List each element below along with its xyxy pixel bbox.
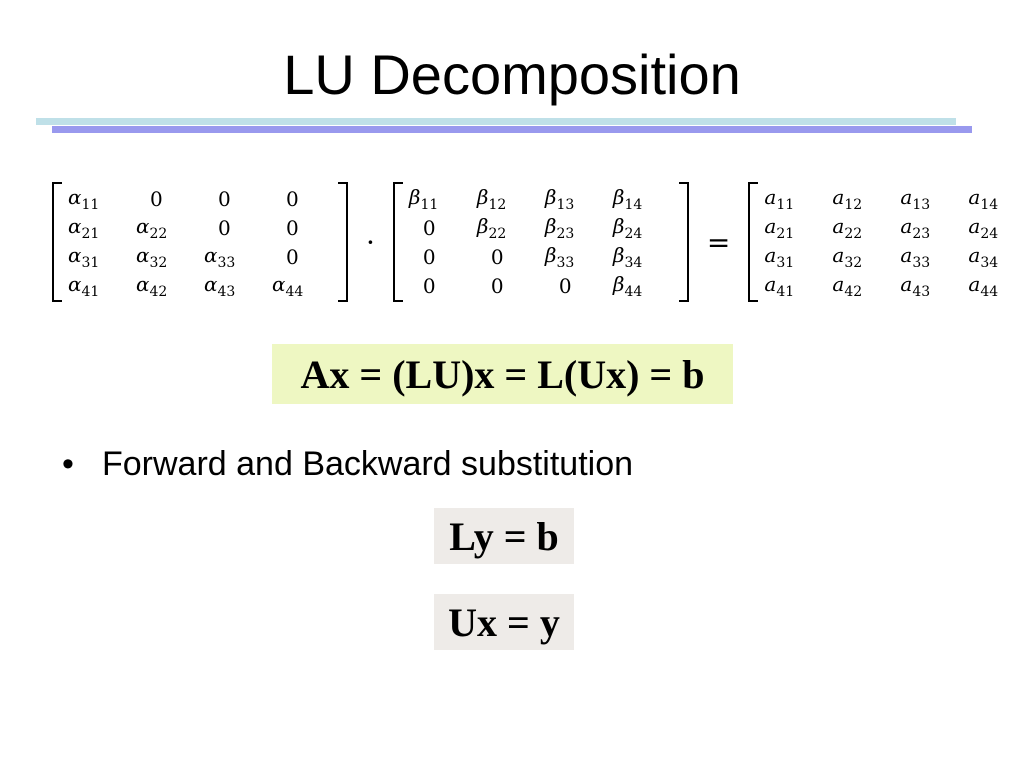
backward-substitution-equation: Ux = y bbox=[434, 594, 574, 650]
matrix-L-cell: α43 bbox=[204, 271, 236, 300]
matrix-U-cell: 0 bbox=[422, 244, 436, 269]
matrix-A-cell: a24 bbox=[968, 213, 999, 242]
matrix-U-cell: β34 bbox=[612, 242, 643, 271]
matrix-U-cell: β44 bbox=[612, 271, 643, 300]
matrix-U-cell: 0 bbox=[422, 273, 436, 298]
matrix-U-cell: β33 bbox=[544, 242, 575, 271]
bullet-marker: • bbox=[62, 445, 74, 483]
matrix-U-cell: β23 bbox=[544, 213, 575, 242]
matrix-A-cell: a33 bbox=[900, 242, 931, 271]
matrix-U-cell: 0 bbox=[558, 273, 572, 298]
matrix-U-cell: β13 bbox=[544, 184, 575, 213]
matrix-A-cell: a12 bbox=[832, 184, 863, 213]
matrix-L-cell: α11 bbox=[68, 184, 100, 213]
matrix-L-cell: α41 bbox=[68, 271, 100, 300]
matrix-L-cell: 0 bbox=[218, 186, 231, 211]
matrix-U-cell: 0 bbox=[422, 215, 436, 240]
matrix-A-cell: a22 bbox=[832, 213, 863, 242]
matrix-U-cell: β22 bbox=[476, 213, 507, 242]
matrix-L-cell: 0 bbox=[286, 244, 299, 269]
multiply-symbol: · bbox=[366, 225, 375, 259]
slide-title: LU Decomposition bbox=[283, 43, 741, 106]
title-underline-bottom bbox=[52, 126, 972, 133]
main-equation: Ax = (LU)x = L(Ux) = b bbox=[272, 344, 733, 404]
matrix-A-cell: a21 bbox=[764, 213, 795, 242]
matrix-L-cell: 0 bbox=[286, 215, 299, 240]
matrix-L-cell: 0 bbox=[150, 186, 163, 211]
matrix-A-cell: a13 bbox=[900, 184, 931, 213]
matrix-A-cell: a41 bbox=[764, 271, 795, 300]
matrix-A-cell: a23 bbox=[900, 213, 931, 242]
forward-substitution-equation: Ly = b bbox=[434, 508, 574, 564]
matrix-U-cell: β14 bbox=[612, 184, 643, 213]
matrix-U-cell: 0 bbox=[490, 273, 504, 298]
matrix-L-left-bracket bbox=[52, 182, 62, 302]
matrix-A-cell: a44 bbox=[968, 271, 999, 300]
matrix-U-cell: 0 bbox=[490, 244, 504, 269]
title-underline-top bbox=[36, 118, 956, 125]
matrix-A-cell: a11 bbox=[764, 184, 795, 213]
matrix-L-cell: α33 bbox=[204, 242, 236, 271]
matrix-U-left-bracket bbox=[392, 182, 403, 302]
matrix-L-cell: α31 bbox=[68, 242, 100, 271]
matrix-A-left-bracket bbox=[748, 182, 759, 302]
equals-symbol: = bbox=[706, 225, 731, 259]
matrix-U-cell: β24 bbox=[612, 213, 643, 242]
matrix-U-cell: β12 bbox=[476, 184, 507, 213]
matrix-L-cell: α44 bbox=[272, 271, 304, 300]
bullet-item: • Forward and Backward substitution bbox=[62, 444, 633, 484]
bullet-text: Forward and Backward substitution bbox=[102, 445, 634, 483]
matrix-L-cell: 0 bbox=[286, 186, 299, 211]
matrix-A-cell: a34 bbox=[968, 242, 999, 271]
matrix-A-cell: a42 bbox=[832, 271, 863, 300]
matrix-L-cell: α21 bbox=[68, 213, 100, 242]
matrix-A-cell: a32 bbox=[832, 242, 863, 271]
matrix-L-cell: α32 bbox=[136, 242, 168, 271]
matrix-A-cell: a31 bbox=[764, 242, 795, 271]
matrix-L-cell: 0 bbox=[218, 215, 231, 240]
matrix-A: a11 a12 a13 a14 a21 a22 a23 a24 a31 a32 a33 a34 a41 a… bbox=[746, 182, 1024, 302]
matrix-L-cell: α22 bbox=[136, 213, 168, 242]
matrix-A-grid: a11 a12 a13 a14 a21 a22 a23 a24 a31 a32 a33 a34 a41 a… bbox=[760, 184, 1024, 300]
matrix-L-cell: α42 bbox=[136, 271, 168, 300]
matrix-U-right-bracket bbox=[678, 182, 689, 302]
matrix-U-cell: β11 bbox=[408, 184, 439, 213]
matrix-A-cell: a43 bbox=[900, 271, 931, 300]
matrix-A-cell: a14 bbox=[968, 184, 999, 213]
matrix-L-right-bracket bbox=[338, 182, 348, 302]
